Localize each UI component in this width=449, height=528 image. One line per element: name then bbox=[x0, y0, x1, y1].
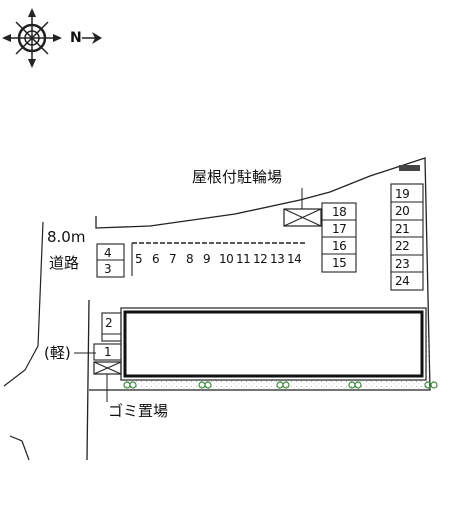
space-23: 23 bbox=[395, 257, 410, 271]
garbage-area bbox=[93, 361, 122, 402]
space-21: 21 bbox=[395, 222, 410, 236]
space-7: 7 bbox=[169, 252, 177, 266]
road-edge-corner bbox=[3, 345, 39, 387]
space-12: 12 bbox=[253, 252, 268, 266]
compass-rose-icon bbox=[2, 8, 62, 68]
space-24: 24 bbox=[395, 274, 410, 288]
space-5: 5 bbox=[135, 252, 143, 266]
north-arrow-icon bbox=[82, 32, 102, 44]
road-edge-line bbox=[37, 221, 44, 347]
site-boundary-left bbox=[86, 299, 90, 461]
building-outline bbox=[123, 310, 424, 378]
space-13: 13 bbox=[270, 252, 285, 266]
space-2: 2 bbox=[105, 316, 113, 330]
space-4: 4 bbox=[104, 246, 112, 260]
parking-box-2 bbox=[101, 312, 122, 342]
space-17: 17 bbox=[332, 222, 347, 236]
parking-box-1 bbox=[93, 343, 122, 361]
space-11: 11 bbox=[236, 252, 251, 266]
road-width-label: 8.0m bbox=[47, 228, 86, 246]
space-19: 19 bbox=[395, 187, 410, 201]
space-18: 18 bbox=[332, 205, 347, 219]
bicycle-parking-label: 屋根付駐輪場 bbox=[192, 168, 283, 186]
space-15: 15 bbox=[332, 256, 347, 270]
north-label: N bbox=[70, 30, 82, 46]
space-6: 6 bbox=[152, 252, 160, 266]
road-label: 道路 bbox=[49, 254, 80, 272]
space-16: 16 bbox=[332, 239, 347, 253]
road-curb-mark bbox=[9, 435, 30, 461]
space-14: 14 bbox=[287, 252, 302, 266]
building bbox=[120, 307, 427, 381]
space-22: 22 bbox=[395, 239, 410, 253]
kei-car-label: (軽) bbox=[44, 344, 71, 362]
space-1: 1 bbox=[104, 345, 112, 359]
space-20: 20 bbox=[395, 204, 410, 218]
meter-icon bbox=[399, 165, 420, 171]
space-8: 8 bbox=[186, 252, 194, 266]
space-3: 3 bbox=[104, 262, 112, 276]
bicycle-parking-area bbox=[283, 188, 322, 227]
space-9: 9 bbox=[203, 252, 211, 266]
garbage-label: ゴミ置場 bbox=[108, 402, 169, 420]
shrub-icon bbox=[123, 381, 438, 389]
space-10: 10 bbox=[219, 252, 234, 266]
site-boundary bbox=[89, 157, 431, 391]
